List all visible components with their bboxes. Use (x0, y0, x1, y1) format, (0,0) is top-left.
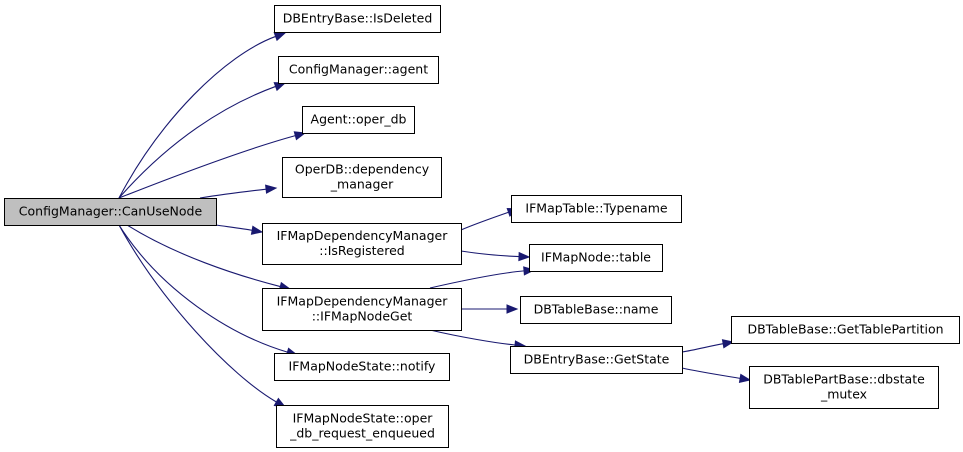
edge-line (126, 224, 281, 288)
node-isdeleted[interactable]: DBEntryBase::IsDeleted (274, 5, 441, 33)
node-notify[interactable]: IFMapNodeState::notify (274, 353, 450, 381)
node-mutex[interactable]: DBTablePartBase::dbstate_mutex (749, 366, 939, 409)
edge-root-to-agent (118, 82, 287, 199)
node-label: ::IsRegistered (319, 243, 404, 258)
node-box[interactable] (4, 198, 217, 226)
edge-line (118, 224, 277, 403)
node-operdb[interactable]: Agent::oper_db (302, 106, 415, 134)
node-box[interactable] (510, 346, 683, 374)
node-label: DBTableBase::GetTablePartition (747, 322, 943, 337)
node-box[interactable] (278, 56, 439, 84)
node-label: IFMapTable::Typename (525, 201, 667, 216)
edge-root-to-isreg (215, 224, 264, 235)
edge-line (681, 343, 724, 353)
node-box[interactable] (274, 5, 441, 33)
node-label: ::IFMapNodeGet (312, 309, 413, 324)
node-box[interactable] (731, 316, 960, 344)
node-agent[interactable]: ConfigManager::agent (278, 56, 439, 84)
edge-line (215, 224, 253, 231)
edge-line (460, 211, 509, 231)
edge-getstate-to-mutex (681, 367, 752, 383)
edge-line (118, 35, 276, 199)
node-label: IFMapDependencyManager (277, 228, 449, 243)
node-box[interactable] (520, 296, 672, 324)
node-isreg[interactable]: IFMapDependencyManager::IsRegistered (262, 223, 462, 265)
node-dbname[interactable]: DBTableBase::name (520, 296, 672, 324)
edge-root-to-operdb (118, 131, 307, 199)
node-label: IFMapNodeState::oper (293, 411, 434, 426)
edge-line (118, 85, 276, 199)
edge-getstate-to-tablepart (681, 339, 735, 353)
node-box[interactable] (274, 353, 450, 381)
edge-root-to-isdeleted (118, 32, 287, 199)
edge-root-to-operreq (118, 224, 287, 408)
node-box[interactable] (749, 366, 939, 409)
node-label: IFMapDependencyManager (277, 294, 449, 309)
node-label: ConfigManager::CanUseNode (19, 204, 203, 219)
arrowhead-icon (506, 304, 519, 314)
edge-line (118, 135, 296, 199)
node-box[interactable] (262, 223, 462, 265)
node-nodetable[interactable]: IFMapNode::table (529, 244, 663, 272)
edge-line (681, 367, 741, 379)
edge-line (460, 250, 520, 258)
arrowhead-icon (518, 251, 531, 262)
node-typename[interactable]: IFMapTable::Typename (511, 195, 682, 223)
node-box[interactable] (529, 244, 663, 272)
node-box[interactable] (511, 195, 682, 223)
node-label: IFMapNodeState::notify (289, 359, 437, 374)
node-label: DBTableBase::name (534, 302, 659, 317)
node-root[interactable]: ConfigManager::CanUseNode (4, 198, 217, 226)
node-box[interactable] (262, 288, 462, 331)
node-label: OperDB::dependency (295, 162, 430, 177)
edges-layer (118, 32, 752, 408)
arrowhead-icon (250, 225, 264, 235)
node-operreq[interactable]: IFMapNodeState::oper_db_request_enqueued (276, 405, 449, 448)
edge-isreg-to-typename (460, 207, 520, 231)
edge-root-to-depmgr (199, 184, 278, 199)
node-label: _db_request_enqueued (289, 426, 435, 441)
node-label: IFMapNode::table (541, 250, 651, 265)
edge-nodeget-to-dbname (461, 304, 519, 314)
arrowhead-icon (738, 373, 752, 383)
node-label: _manager (330, 177, 394, 192)
node-tablepart[interactable]: DBTableBase::GetTablePartition (731, 316, 960, 344)
edge-line (118, 224, 288, 353)
edge-line (199, 188, 267, 199)
edge-isreg-to-nodetable (460, 250, 531, 262)
node-label: ConfigManager::agent (289, 62, 428, 77)
arrowhead-icon (721, 339, 735, 349)
node-box[interactable] (302, 106, 415, 134)
arrowhead-icon (265, 184, 278, 194)
node-label: DBEntryBase::IsDeleted (283, 11, 433, 26)
edge-line (429, 329, 516, 346)
node-label: Agent::oper_db (311, 112, 407, 127)
edge-nodeget-to-nodetable (429, 266, 536, 289)
node-label: _mutex (820, 387, 867, 402)
edge-line (429, 270, 525, 289)
node-getstate[interactable]: DBEntryBase::GetState (510, 346, 683, 374)
node-label: DBEntryBase::GetState (524, 352, 670, 367)
node-label: DBTablePartBase::dbstate (763, 372, 925, 387)
node-depmgr[interactable]: OperDB::dependency_manager (282, 157, 442, 198)
arrowhead-icon (273, 32, 287, 42)
node-box[interactable] (282, 157, 442, 198)
node-nodeget[interactable]: IFMapDependencyManager::IFMapNodeGet (262, 288, 462, 331)
arrowhead-icon (523, 266, 536, 276)
nodes-layer: ConfigManager::CanUseNode DBEntryBase::Is… (4, 5, 960, 448)
node-box[interactable] (276, 405, 449, 448)
